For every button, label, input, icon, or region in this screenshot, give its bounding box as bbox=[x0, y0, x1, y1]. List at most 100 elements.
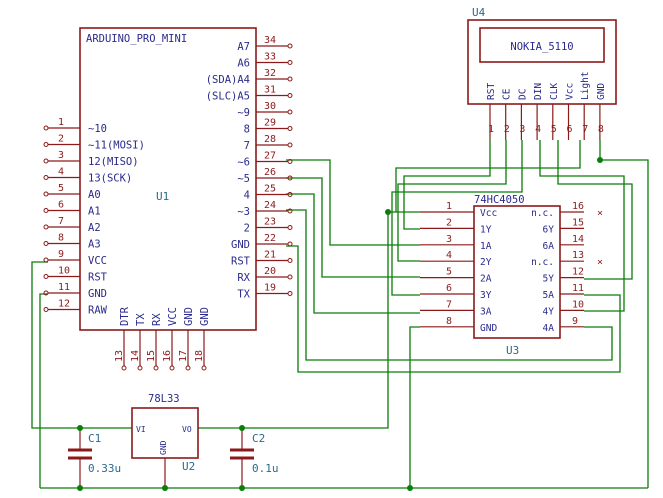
pin-label: 8 bbox=[244, 124, 250, 136]
arduino-pin-29: 298 bbox=[244, 118, 293, 136]
lcd-pin-2: 2CE bbox=[502, 88, 513, 140]
wire-d2 bbox=[286, 245, 621, 373]
junction-dot bbox=[407, 485, 413, 491]
wire-u3-gnd bbox=[409, 326, 420, 488]
pin-end bbox=[169, 365, 175, 371]
pin-label: Vcc bbox=[565, 83, 576, 100]
wire-lcd-gnd bbox=[599, 140, 649, 488]
pin-label: 5Y bbox=[543, 274, 555, 285]
pin-number: 3 bbox=[519, 124, 525, 135]
arduino-pin-23: 232 bbox=[244, 217, 293, 235]
pin-end bbox=[43, 125, 49, 131]
wire-d4 bbox=[286, 209, 613, 361]
regulator-78l33[interactable]: 78L33 VI VO GND U2 bbox=[131, 393, 199, 488]
no-connect-mark: × bbox=[597, 257, 603, 268]
pin-end bbox=[287, 76, 293, 82]
pin-label: 2Y bbox=[480, 257, 492, 268]
arduino-ref: U1 bbox=[156, 190, 169, 203]
pin-end bbox=[287, 93, 293, 98]
pin-label: RST bbox=[231, 256, 251, 268]
arduino-pro-mini[interactable]: ARDUINO_PRO_MINI U1 1~102~11(MOSI)312(MI… bbox=[43, 27, 293, 371]
pin-end bbox=[287, 274, 293, 280]
buffer-pin-2: 21Y bbox=[420, 217, 492, 235]
pin-number: 22 bbox=[264, 233, 276, 244]
regulator-title: 78L33 bbox=[148, 393, 180, 405]
pin-label: A3 bbox=[88, 239, 101, 251]
capacitor-c2[interactable]: C2 0.1u bbox=[230, 428, 279, 488]
pin-number: 10 bbox=[572, 299, 584, 310]
pin-end bbox=[287, 192, 293, 197]
pin-label: DIN bbox=[533, 83, 544, 100]
pin-label: 12(MISO) bbox=[88, 156, 139, 168]
pin-label: ~6 bbox=[237, 157, 250, 169]
pin-label: 6A bbox=[543, 241, 555, 252]
buffer-pin-4: 42Y bbox=[420, 250, 492, 268]
pin-end bbox=[287, 291, 293, 296]
capacitor-c1[interactable]: C1 0.33u bbox=[68, 428, 121, 488]
lcd-pin-3: 3DC bbox=[517, 89, 528, 140]
regulator-body bbox=[131, 407, 199, 459]
pin-label: A6 bbox=[237, 58, 250, 70]
pin-label: CLK bbox=[549, 83, 560, 100]
pin-label: Light bbox=[580, 71, 591, 100]
pin-label: TX bbox=[135, 313, 147, 326]
buffer-title: 74HC4050 bbox=[474, 194, 525, 206]
nokia-5110-lcd[interactable]: U4 NOKIA_5110 1RST2CE3DC4DIN5CLK6Vcc7Lig… bbox=[467, 6, 617, 140]
pin-label: RX bbox=[237, 272, 250, 284]
pin-number: 5 bbox=[58, 183, 64, 194]
lcd-pin-8: 8 GND bbox=[596, 83, 607, 140]
pin-end bbox=[185, 365, 191, 371]
buffer-pin-6: 63Y bbox=[420, 283, 492, 301]
pin-label: 5A bbox=[543, 290, 555, 301]
pin-end bbox=[287, 258, 293, 263]
wire-gnd-u1 bbox=[39, 293, 48, 488]
pin-end bbox=[287, 175, 293, 181]
pin-number: 19 bbox=[264, 283, 276, 294]
regulator-vi: VI bbox=[136, 425, 146, 434]
wire-d6 bbox=[286, 177, 420, 278]
wire-2y-ce bbox=[397, 140, 507, 262]
pin-label: (SDA)A4 bbox=[206, 74, 250, 86]
pin-number: 8 bbox=[598, 124, 604, 135]
pin-label: ~5 bbox=[237, 173, 250, 185]
pin-number: 31 bbox=[264, 85, 276, 96]
buffer-pin-7: 73A bbox=[420, 299, 492, 317]
pin-label: GND bbox=[596, 83, 607, 100]
pin-number: 9 bbox=[58, 249, 64, 260]
pin-label: CE bbox=[502, 88, 513, 100]
pin-end bbox=[287, 43, 293, 49]
pin-end bbox=[43, 158, 49, 164]
buffer-pin-16: 16n.c.× bbox=[531, 201, 603, 219]
pin-end bbox=[287, 109, 293, 115]
pin-number: 3 bbox=[58, 150, 64, 161]
pin-label: 6Y bbox=[543, 224, 555, 235]
pin-label: 1A bbox=[480, 241, 492, 252]
pin-number: 15 bbox=[146, 350, 157, 362]
pin-number: 24 bbox=[264, 200, 276, 211]
c2-ref: C2 bbox=[252, 432, 265, 445]
pin-end bbox=[43, 224, 49, 230]
arduino-pin-6: 6A1 bbox=[43, 200, 101, 218]
pin-end bbox=[153, 365, 159, 371]
pin-number: 12 bbox=[58, 299, 70, 310]
buffer-pin-13: 13n.c.× bbox=[531, 250, 603, 268]
pin-number: 12 bbox=[572, 267, 584, 278]
pin-end bbox=[43, 191, 49, 197]
arduino-pin-26: 26~5 bbox=[237, 167, 293, 185]
